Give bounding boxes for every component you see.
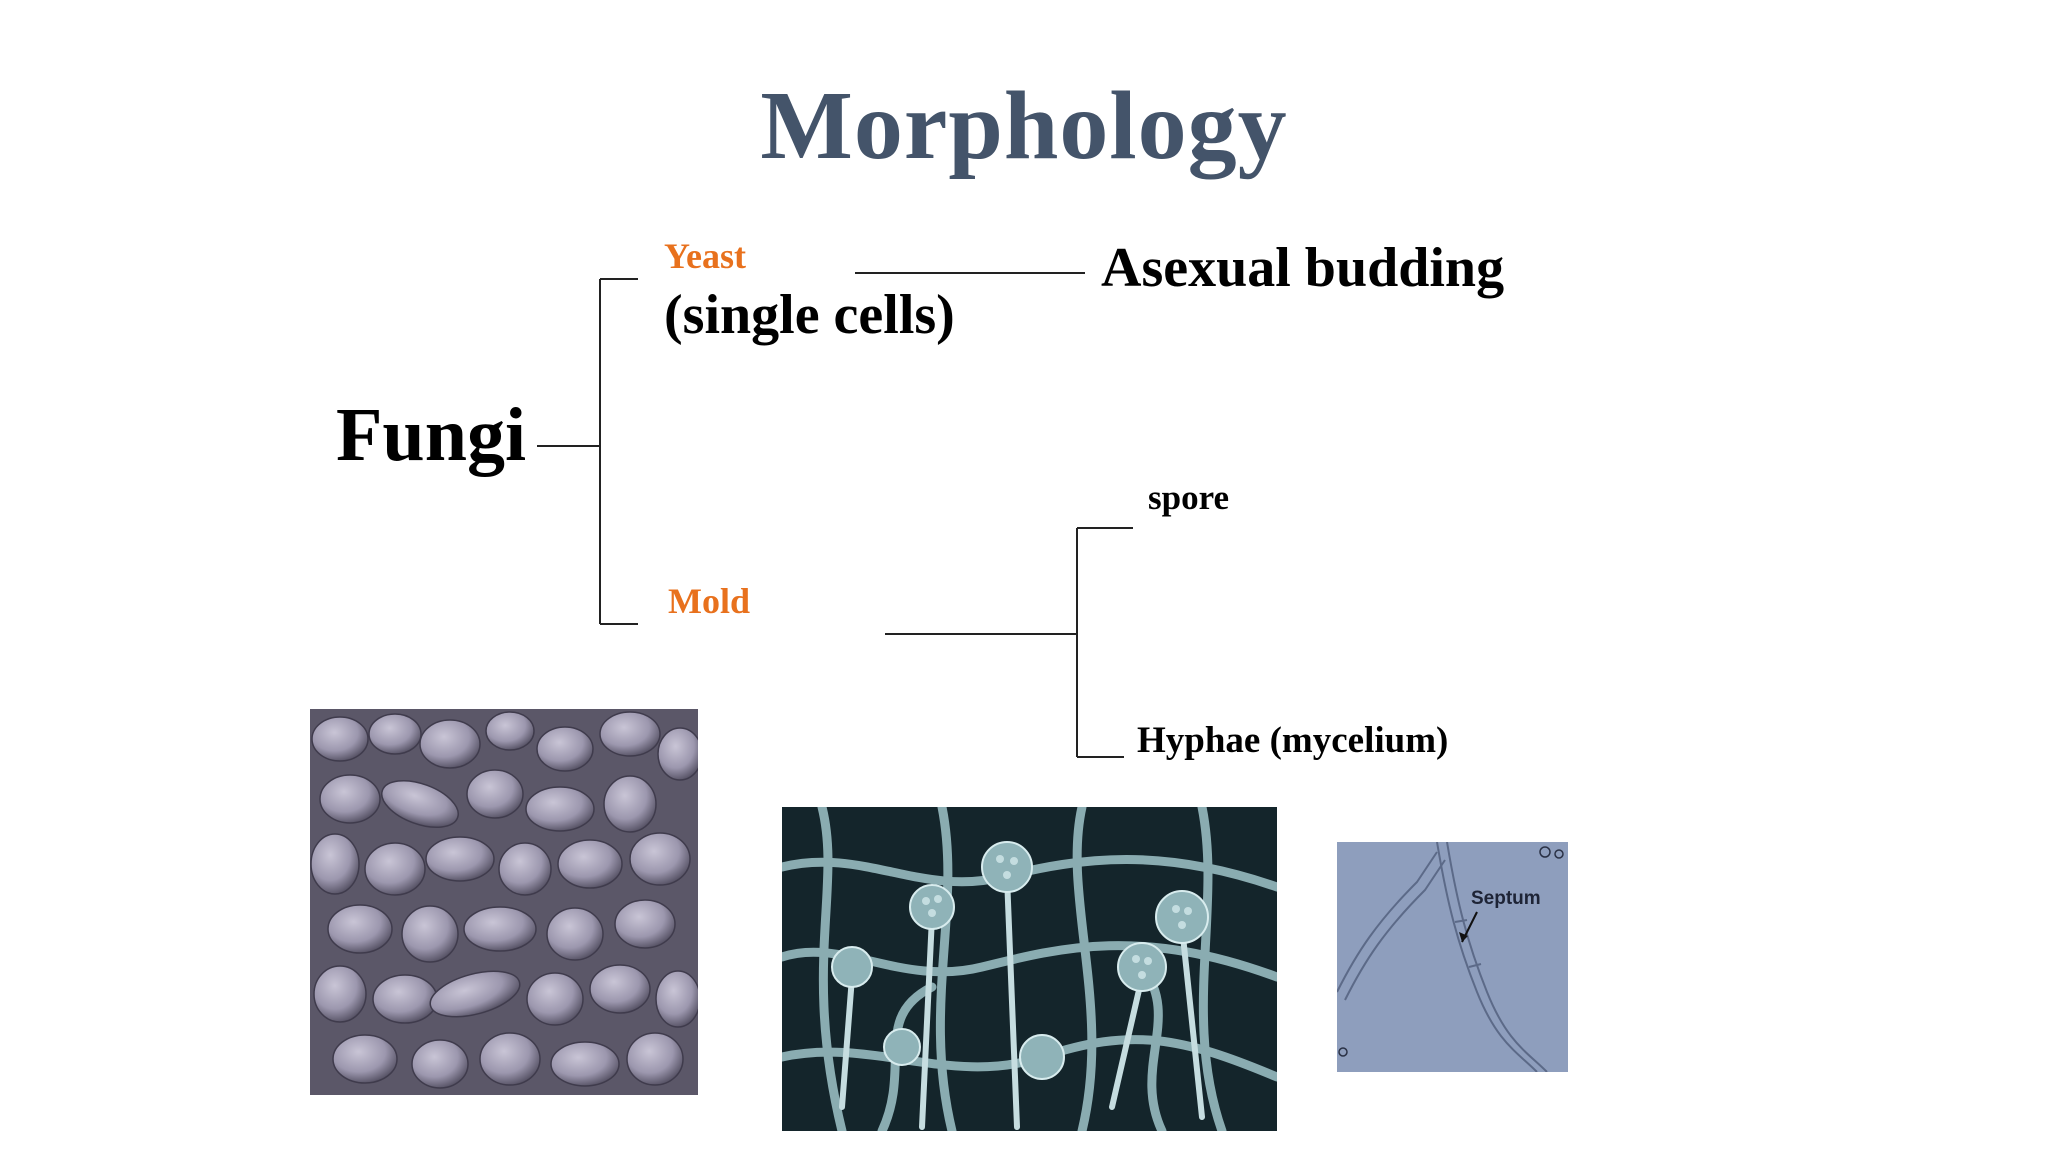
- septate-hyphae-micrograph-image: Septum: [1337, 842, 1568, 1072]
- yeast-micrograph-image: [310, 709, 698, 1095]
- yeast-result: Asexual budding: [1101, 237, 1505, 299]
- yeast-label: Yeast: [664, 236, 746, 276]
- septum-label: Septum: [1471, 888, 1541, 909]
- slide-title: Morphology: [760, 72, 1288, 180]
- mold-micrograph-image: [782, 807, 1277, 1131]
- root-label-fungi: Fungi: [336, 393, 527, 477]
- mold-child-hyphae: Hyphae (mycelium): [1137, 720, 1449, 761]
- mold-label: Mold: [668, 581, 751, 621]
- yeast-detail: (single cells): [664, 284, 955, 346]
- mold-child-spore: spore: [1148, 478, 1230, 517]
